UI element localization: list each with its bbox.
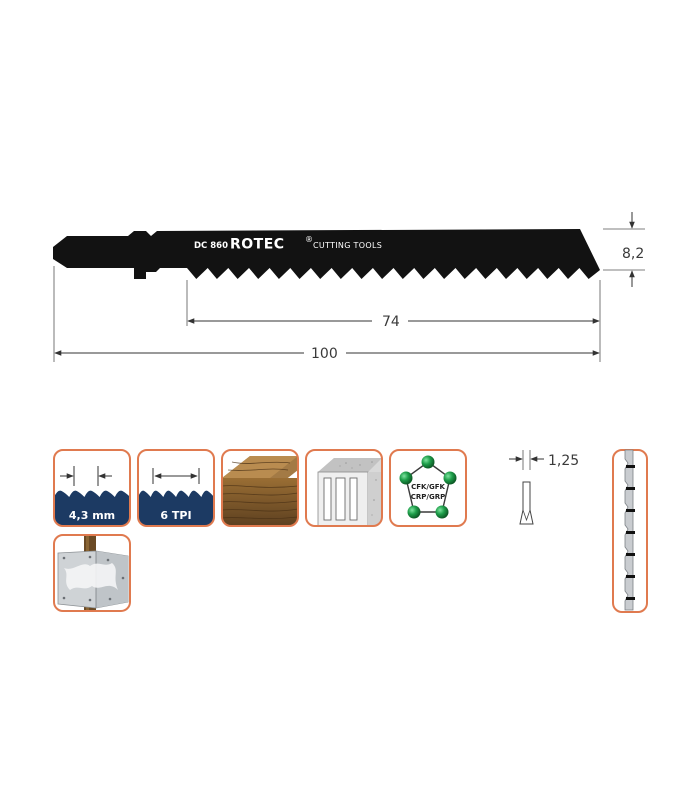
tpi-label: 6 TPI [160,509,191,522]
tooth-set-mark [626,509,635,512]
brand-logo: ROTEC [230,237,285,253]
blade-thickness-dimension: 1,25 [509,450,579,525]
tooth-set-mark [626,553,635,556]
wood-icon [221,449,299,527]
plasterboard-icon [53,534,131,612]
composite-label-line2: CRP/GRP [411,493,445,501]
molecule-ball-icon [407,505,421,519]
teeth-per-inch-icon: 6 TPI [137,449,215,527]
blade-thickness-label: 1,25 [548,453,579,469]
tooth-pitch-icon: 4,3 mm [53,449,131,527]
tooth-set-mark [626,575,635,578]
composite-label-line1: CFK/GFK [411,483,445,491]
tooth-pitch-label: 4,3 mm [69,509,115,522]
brand-registered-mark: ® [305,235,313,244]
blade-width-label: 8,2 [622,246,644,262]
molecule-ball-icon [399,471,413,485]
tooth-set-mark [626,465,635,468]
extension-lines [53,228,645,362]
total-length-dimension: 100 [54,346,600,362]
molecule-ball-icon [443,471,457,485]
molecule-ball-icon [421,455,435,469]
molecule-ball-icon [435,505,449,519]
blade-width-dimension: 8,2 [622,212,644,287]
soft-board-icon [305,449,383,527]
tooth-set-mark [626,487,635,490]
cutting-length-label: 74 [382,314,400,330]
composite-material-icon: CFK/GFK CRP/GRP [389,449,467,527]
total-length-label: 100 [311,346,338,362]
jigsaw-blade: DC 860 ROTEC ® CUTTING TOOLS [53,229,600,279]
tooth-set-icon [612,449,648,613]
blade-tagline: CUTTING TOOLS [313,241,382,250]
cutting-length-dimension: 74 [187,314,600,330]
tooth-set-mark [626,597,635,600]
tooth-set-mark [626,531,635,534]
blade-model-label: DC 860 [194,241,228,251]
